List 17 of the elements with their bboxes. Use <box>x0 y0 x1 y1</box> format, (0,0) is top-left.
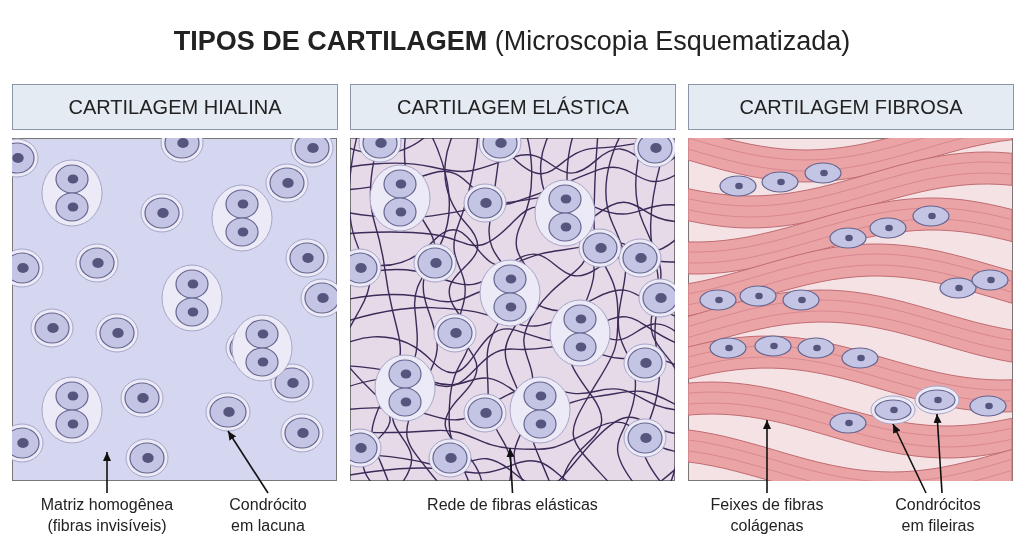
leader-line <box>506 447 515 494</box>
leader-line <box>227 430 269 494</box>
callout-label: Matriz homogênea (fibras invisíveis) <box>22 494 192 536</box>
panel-title: CARTILAGEM ELÁSTICA <box>350 84 676 130</box>
callout-label: Rede de fibras elásticas <box>400 494 625 515</box>
panel-title: CARTILAGEM HIALINA <box>12 84 338 130</box>
chondrocyte-cell <box>205 392 251 432</box>
leader-line <box>103 451 111 494</box>
callout-label: Feixes de fibras colágenas <box>697 494 837 536</box>
chondrocyte-cell <box>914 385 960 415</box>
leader-line <box>933 413 943 494</box>
callout-label: Condrócito em lacuna <box>218 494 318 536</box>
leader-line <box>892 423 927 494</box>
chondrocyte-cell <box>870 395 916 425</box>
panel-title: CARTILAGEM FIBROSA <box>688 84 1014 130</box>
callout-label: Condrócitos em fileiras <box>882 494 994 536</box>
diagram-title: TIPOS DE CARTILAGEM (Microscopia Esquematizada) <box>172 26 852 57</box>
